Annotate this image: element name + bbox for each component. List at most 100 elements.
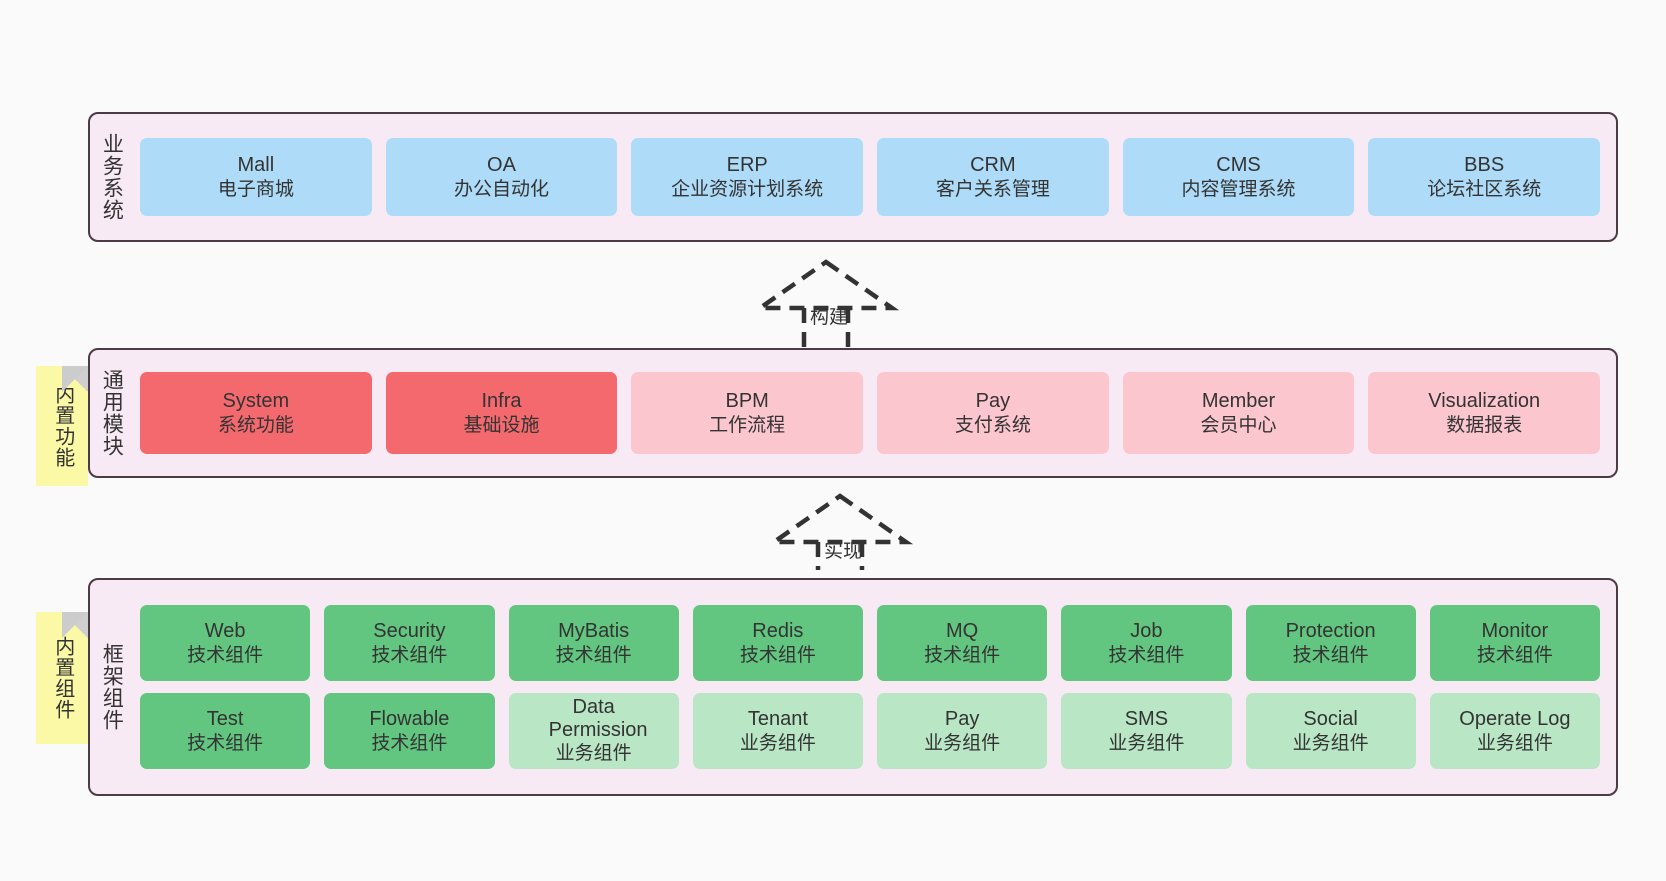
box-bbs[interactable]: BBS 论坛社区系统	[1368, 138, 1601, 216]
box-member[interactable]: Member 会员中心	[1122, 372, 1355, 454]
box-subtitle: 技术组件	[1108, 644, 1185, 666]
box-title: Pay	[944, 708, 980, 731]
box-title: Web	[204, 620, 246, 643]
box-title: CRM	[970, 154, 1016, 177]
box-monitor[interactable]: Monitor 技术组件	[1429, 605, 1600, 681]
box-subtitle: 论坛社区系统	[1427, 178, 1542, 200]
box-title: Tenant	[747, 708, 808, 731]
box-title: Pay	[975, 390, 1011, 413]
box-subtitle: 业务组件	[739, 732, 816, 754]
box-subtitle: 会员中心	[1200, 414, 1277, 436]
box-subtitle: 技术组件	[371, 732, 448, 754]
box-social[interactable]: Social 业务组件	[1245, 693, 1416, 769]
box-title: Infra	[481, 390, 522, 413]
connector-implement: 实现	[766, 492, 914, 572]
box-flowable[interactable]: Flowable 技术组件	[324, 693, 495, 769]
framework-row-business: Test 技术组件 Flowable 技术组件 Data Permission …	[140, 693, 1600, 769]
layer-framework-components: 框架组件 Web 技术组件 Security 技术组件 MyBatis 技术组件…	[88, 578, 1618, 796]
connector-build-label: 构建	[810, 307, 849, 328]
box-mall[interactable]: Mall 电子商城	[140, 138, 372, 216]
box-bpm[interactable]: BPM 工作流程	[631, 372, 864, 454]
box-title: Operate Log	[1459, 708, 1571, 731]
note-fold-corner-icon	[62, 366, 88, 392]
box-subtitle: 系统功能	[217, 414, 294, 436]
box-sms[interactable]: SMS 业务组件	[1061, 693, 1232, 769]
box-subtitle: 内容管理系统	[1181, 178, 1296, 200]
box-infra[interactable]: Infra 基础设施	[385, 372, 618, 454]
box-subtitle: 技术组件	[739, 644, 816, 666]
box-title: Test	[206, 708, 244, 731]
note-builtin-components: 内置组件	[36, 612, 88, 744]
box-title: Protection	[1285, 620, 1376, 643]
box-title: Monitor	[1481, 620, 1549, 643]
box-title: Visualization	[1428, 390, 1541, 413]
layer-common-modules: 通用模块 System 系统功能 Infra 基础设施 BPM 工作流程 Pay…	[88, 348, 1618, 478]
box-subtitle: 电子商城	[217, 178, 294, 200]
box-subtitle: 办公自动化	[454, 178, 550, 200]
note-builtin-features: 内置功能	[36, 366, 88, 486]
box-subtitle: 业务组件	[1108, 732, 1185, 754]
box-tenant[interactable]: Tenant 业务组件	[692, 693, 863, 769]
box-subtitle: 技术组件	[924, 644, 1001, 666]
box-redis[interactable]: Redis 技术组件	[692, 605, 863, 681]
box-title: OA	[487, 154, 516, 177]
box-title: MyBatis	[558, 620, 630, 643]
note-label: 内置组件	[51, 636, 74, 720]
framework-row-technical: Web 技术组件 Security 技术组件 MyBatis 技术组件 Redi…	[140, 605, 1600, 681]
box-title: Flowable	[369, 708, 450, 731]
box-erp[interactable]: ERP 企业资源计划系统	[631, 138, 864, 216]
note-fold-corner-icon	[62, 612, 88, 638]
box-cms[interactable]: CMS 内容管理系统	[1122, 138, 1355, 216]
box-title: Data Permission	[548, 696, 648, 742]
box-web[interactable]: Web 技术组件	[140, 605, 311, 681]
box-pay-module[interactable]: Pay 支付系统	[877, 372, 1109, 454]
note-label: 内置功能	[51, 384, 74, 468]
box-operate-log[interactable]: Operate Log 业务组件	[1429, 693, 1600, 769]
box-title: BBS	[1464, 154, 1505, 177]
box-protection[interactable]: Protection 技术组件	[1245, 605, 1416, 681]
box-pay-component[interactable]: Pay 业务组件	[877, 693, 1048, 769]
box-subtitle: 技术组件	[555, 644, 632, 666]
layer-body-business-systems: Mall 电子商城 OA 办公自动化 ERP 企业资源计划系统 CRM 客户关系…	[132, 114, 1616, 240]
box-subtitle: 技术组件	[1476, 644, 1553, 666]
layer-business-systems: 业务系统 Mall 电子商城 OA 办公自动化 ERP 企业资源计划系统 CRM…	[88, 112, 1618, 242]
box-subtitle: 数据报表	[1446, 414, 1523, 436]
box-subtitle: 客户关系管理	[935, 178, 1050, 200]
box-title: ERP	[726, 154, 768, 177]
box-subtitle: 工作流程	[709, 414, 786, 436]
box-title: Mall	[237, 154, 275, 177]
box-subtitle: 企业资源计划系统	[671, 178, 824, 200]
box-title: Social	[1303, 708, 1358, 731]
box-crm[interactable]: CRM 客户关系管理	[877, 138, 1109, 216]
connector-build: 构建	[752, 258, 900, 363]
box-subtitle: 技术组件	[187, 644, 264, 666]
layer-title-common-modules: 通用模块	[100, 369, 124, 457]
box-subtitle: 业务组件	[1292, 732, 1369, 754]
box-security[interactable]: Security 技术组件	[324, 605, 495, 681]
box-mybatis[interactable]: MyBatis 技术组件	[508, 605, 679, 681]
box-job[interactable]: Job 技术组件	[1061, 605, 1232, 681]
box-visualization[interactable]: Visualization 数据报表	[1368, 372, 1601, 454]
box-subtitle: 技术组件	[1292, 644, 1369, 666]
box-title: Security	[373, 620, 446, 643]
box-title: Redis	[752, 620, 804, 643]
box-subtitle: 业务组件	[1476, 732, 1553, 754]
box-test[interactable]: Test 技术组件	[140, 693, 311, 769]
box-title: SMS	[1124, 708, 1169, 731]
box-subtitle: 业务组件	[924, 732, 1001, 754]
box-mq[interactable]: MQ 技术组件	[877, 605, 1048, 681]
box-subtitle: 技术组件	[187, 732, 264, 754]
box-subtitle: 业务组件	[555, 743, 632, 765]
box-data-permission[interactable]: Data Permission 业务组件	[508, 693, 679, 769]
layer-title-framework-components: 框架组件	[100, 643, 124, 731]
box-subtitle: 基础设施	[463, 414, 540, 436]
box-title: MQ	[946, 620, 979, 643]
box-system[interactable]: System 系统功能	[140, 372, 372, 454]
layer-body-framework-components: Web 技术组件 Security 技术组件 MyBatis 技术组件 Redi…	[132, 580, 1616, 794]
box-title: System	[222, 390, 290, 413]
box-title: Job	[1130, 620, 1163, 643]
layer-body-common-modules: System 系统功能 Infra 基础设施 BPM 工作流程 Pay 支付系统…	[132, 350, 1616, 476]
box-oa[interactable]: OA 办公自动化	[385, 138, 618, 216]
connector-implement-label: 实现	[824, 541, 863, 562]
